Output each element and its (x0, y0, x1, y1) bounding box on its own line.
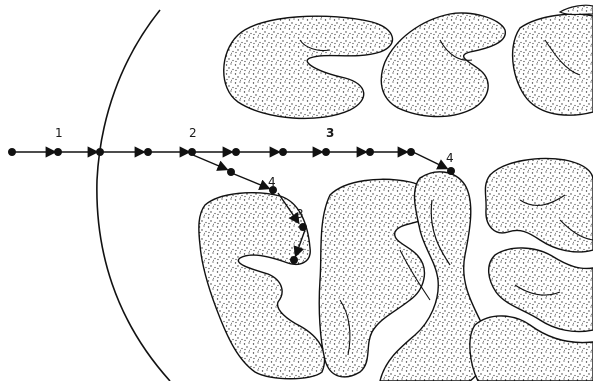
upper-lobe-far-right (560, 5, 593, 14)
label-2: 2 (189, 126, 197, 140)
label-3-branch: 3 (296, 207, 304, 221)
path-dot (54, 148, 62, 156)
path-dot (144, 148, 152, 156)
lower-left-lobe (199, 193, 325, 379)
outer-boundary-curve (97, 10, 170, 381)
path-dot (290, 256, 298, 264)
label-1: 1 (55, 126, 63, 140)
path-dot (279, 148, 287, 156)
path-dot (227, 168, 235, 176)
path-dot (232, 148, 240, 156)
upper-lobe-left (224, 16, 393, 118)
path-dot (96, 148, 104, 156)
path-dot (407, 148, 415, 156)
path-dot (188, 148, 196, 156)
upper-lobe-right (513, 14, 593, 115)
label-4-branch: 4 (268, 175, 276, 189)
label-3-main: 3 (326, 126, 334, 140)
path-dot (299, 223, 307, 231)
path-dot (447, 167, 455, 175)
path-dot (322, 148, 330, 156)
upper-lobe-middle (381, 13, 505, 117)
main-path (14, 152, 446, 168)
path-dot (366, 148, 374, 156)
path-dot (8, 148, 16, 156)
label-4-right: 4 (446, 151, 454, 165)
